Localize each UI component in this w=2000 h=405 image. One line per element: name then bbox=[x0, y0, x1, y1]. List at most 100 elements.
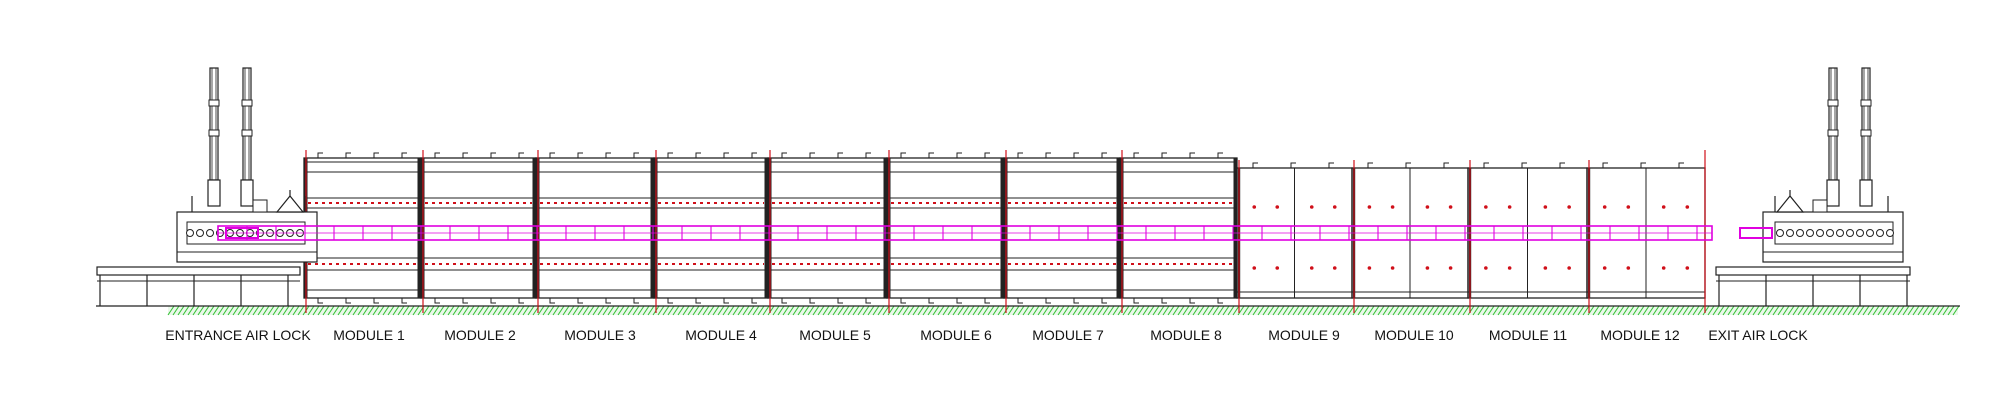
ground-hatch-stroke bbox=[1472, 305, 1480, 316]
module-3-housing bbox=[535, 150, 655, 313]
ground-hatch-stroke bbox=[732, 305, 740, 316]
ground-hatch-stroke bbox=[807, 305, 815, 316]
top-bracket bbox=[1133, 152, 1139, 158]
ground-hatch-stroke bbox=[972, 305, 980, 316]
ground-hatch-stroke bbox=[1202, 305, 1210, 316]
module-4-label: MODULE 4 bbox=[685, 327, 757, 343]
ground-hatch-stroke bbox=[1092, 305, 1100, 316]
ground-hatch-stroke bbox=[852, 305, 860, 316]
ground-hatch-stroke bbox=[552, 305, 560, 316]
ground-hatch-stroke bbox=[1557, 305, 1565, 316]
ground-hatch-stroke bbox=[987, 305, 995, 316]
ground-hatch-stroke bbox=[1432, 305, 1440, 316]
ground-hatch-stroke bbox=[1852, 305, 1860, 316]
actuator-collar bbox=[1860, 129, 1872, 137]
ground-hatch-stroke bbox=[467, 305, 475, 316]
module-6-label: MODULE 6 bbox=[920, 327, 992, 343]
ground-hatch-stroke bbox=[1732, 305, 1740, 316]
module-7-housing bbox=[1003, 150, 1121, 313]
module-10-label: MODULE 10 bbox=[1374, 327, 1454, 343]
ground-hatch-stroke bbox=[1102, 305, 1110, 316]
ground-hatch-stroke bbox=[1552, 305, 1560, 316]
ground-hatch-stroke bbox=[617, 305, 625, 316]
bottom-bracket bbox=[837, 298, 843, 304]
ground-hatch-stroke bbox=[1797, 305, 1805, 316]
ground-hatch-stroke bbox=[1582, 305, 1590, 316]
top-bracket bbox=[317, 152, 323, 158]
ground-hatch-stroke bbox=[1027, 305, 1035, 316]
ground-hatch-stroke bbox=[1947, 305, 1955, 316]
ground-hatch-stroke bbox=[1677, 305, 1685, 316]
ground-hatch-stroke bbox=[887, 305, 895, 316]
airlock-roller bbox=[1816, 229, 1824, 237]
ground-hatch-stroke bbox=[1612, 305, 1620, 316]
ground-hatch-stroke bbox=[297, 305, 305, 316]
ground-hatch-stroke bbox=[1792, 305, 1800, 316]
ground-hatch-stroke bbox=[1757, 305, 1765, 316]
top-bracket bbox=[549, 152, 555, 158]
ground-hatch-stroke bbox=[1642, 305, 1650, 316]
ground-hatch-stroke bbox=[1052, 305, 1060, 316]
ground-hatch-stroke bbox=[1922, 305, 1930, 316]
ground-hatch-stroke bbox=[922, 305, 930, 316]
ground-hatch-stroke bbox=[1747, 305, 1755, 316]
ground-hatch-stroke bbox=[1422, 305, 1430, 316]
module-9-label: MODULE 9 bbox=[1268, 327, 1340, 343]
module-2-label: MODULE 2 bbox=[444, 327, 516, 343]
ground-hatch-stroke bbox=[577, 305, 585, 316]
cooling-nozzle bbox=[1367, 266, 1372, 270]
ground-hatch-stroke bbox=[907, 305, 915, 316]
top-bracket bbox=[1045, 152, 1051, 158]
ground-hatch-stroke bbox=[1937, 305, 1945, 316]
ground-hatch-stroke bbox=[1507, 305, 1515, 316]
ground-hatch-stroke bbox=[252, 305, 260, 316]
airlock-roller bbox=[206, 229, 214, 237]
ground-hatch-stroke bbox=[1717, 305, 1725, 316]
actuator-collar bbox=[1860, 99, 1872, 107]
ground-hatch-stroke bbox=[167, 305, 175, 316]
airlock-roller bbox=[1776, 229, 1784, 237]
ground-hatch-stroke bbox=[512, 305, 520, 316]
ground-hatch-stroke bbox=[232, 305, 240, 316]
ground-hatch-stroke bbox=[452, 305, 460, 316]
ground-hatch-stroke bbox=[1542, 305, 1550, 316]
ground-hatch-stroke bbox=[952, 305, 960, 316]
conveyor-belt bbox=[217, 225, 1773, 241]
module-11-label: MODULE 11 bbox=[1489, 327, 1568, 343]
ground-hatch-stroke bbox=[1262, 305, 1270, 316]
top-bracket bbox=[1217, 152, 1223, 158]
actuator-collar bbox=[208, 129, 220, 137]
cooling-nozzle bbox=[1507, 205, 1512, 209]
airlock-roller bbox=[1866, 229, 1874, 237]
top-bracket bbox=[1252, 162, 1258, 168]
ground-hatch-stroke bbox=[382, 305, 390, 316]
ground-hatch-stroke bbox=[1427, 305, 1435, 316]
ground-hatch-stroke bbox=[672, 305, 680, 316]
ground-hatch-stroke bbox=[332, 305, 340, 316]
ground-hatch-stroke bbox=[1402, 305, 1410, 316]
ground-hatch-stroke bbox=[1302, 305, 1310, 316]
cooling-nozzle bbox=[1332, 266, 1337, 270]
top-bracket bbox=[1073, 152, 1079, 158]
ground-hatch-stroke bbox=[1172, 305, 1180, 316]
airlock-roller bbox=[1886, 229, 1894, 237]
ground-hatch-stroke bbox=[1377, 305, 1385, 316]
ground-hatch-stroke bbox=[1807, 305, 1815, 316]
module-1-label: MODULE 1 bbox=[333, 327, 405, 343]
ground-hatch-stroke bbox=[947, 305, 955, 316]
ground-hatch-stroke bbox=[1687, 305, 1695, 316]
ground-hatch-stroke bbox=[1927, 305, 1935, 316]
ground-hatch-stroke bbox=[1652, 305, 1660, 316]
ground-hatch-stroke bbox=[1057, 305, 1065, 316]
ground-hatch-stroke bbox=[482, 305, 490, 316]
ground-hatch-stroke bbox=[192, 305, 200, 316]
ground-hatch-stroke bbox=[1817, 305, 1825, 316]
ground-hatch-stroke bbox=[1307, 305, 1315, 316]
ground-hatch-stroke bbox=[402, 305, 410, 316]
entrance-platform-deck bbox=[96, 266, 301, 276]
cooling-nozzle bbox=[1685, 266, 1690, 270]
ground-hatch-stroke bbox=[892, 305, 900, 316]
ground-hatch-stroke bbox=[1312, 305, 1320, 316]
ground-hatch-stroke bbox=[912, 305, 920, 316]
module-casing bbox=[1119, 157, 1238, 299]
